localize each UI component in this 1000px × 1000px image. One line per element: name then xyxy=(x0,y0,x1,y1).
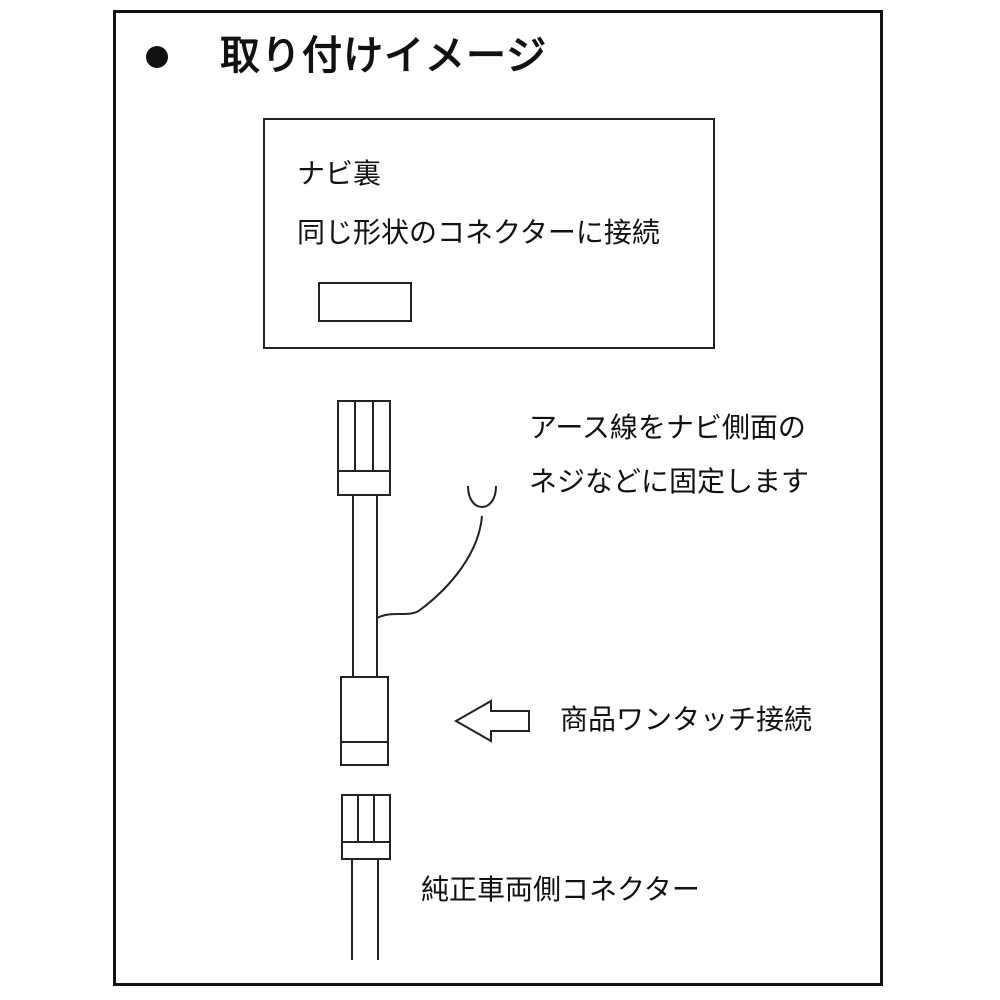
ground-wire-icon xyxy=(376,515,483,619)
navigation-back-heading: ナビ裏 xyxy=(297,157,382,190)
navigation-back-box xyxy=(263,118,715,349)
left-arrow-icon xyxy=(453,699,530,743)
page-title: 取り付けイメージ xyxy=(220,33,548,79)
lower-cable-icon xyxy=(351,859,379,960)
upper-cable-icon xyxy=(352,495,378,678)
product-connector-icon xyxy=(340,676,389,766)
ground-terminal-icon xyxy=(467,485,497,508)
product-connection-label: 商品ワンタッチ接続 xyxy=(560,703,813,736)
bullet-icon xyxy=(146,46,168,68)
vehicle-connector-icon xyxy=(341,794,391,860)
navigation-connector-slot-icon xyxy=(318,282,412,322)
earth-note-line-2: ネジなどに固定します xyxy=(529,465,810,498)
diagram-frame xyxy=(113,10,883,986)
navigation-connection-description: 同じ形状のコネクターに接続 xyxy=(297,216,660,249)
earth-note-line-1: アース線をナビ側面の xyxy=(529,411,806,444)
top-connector-icon xyxy=(337,400,391,496)
vehicle-connector-label: 純正車両側コネクター xyxy=(421,873,700,906)
